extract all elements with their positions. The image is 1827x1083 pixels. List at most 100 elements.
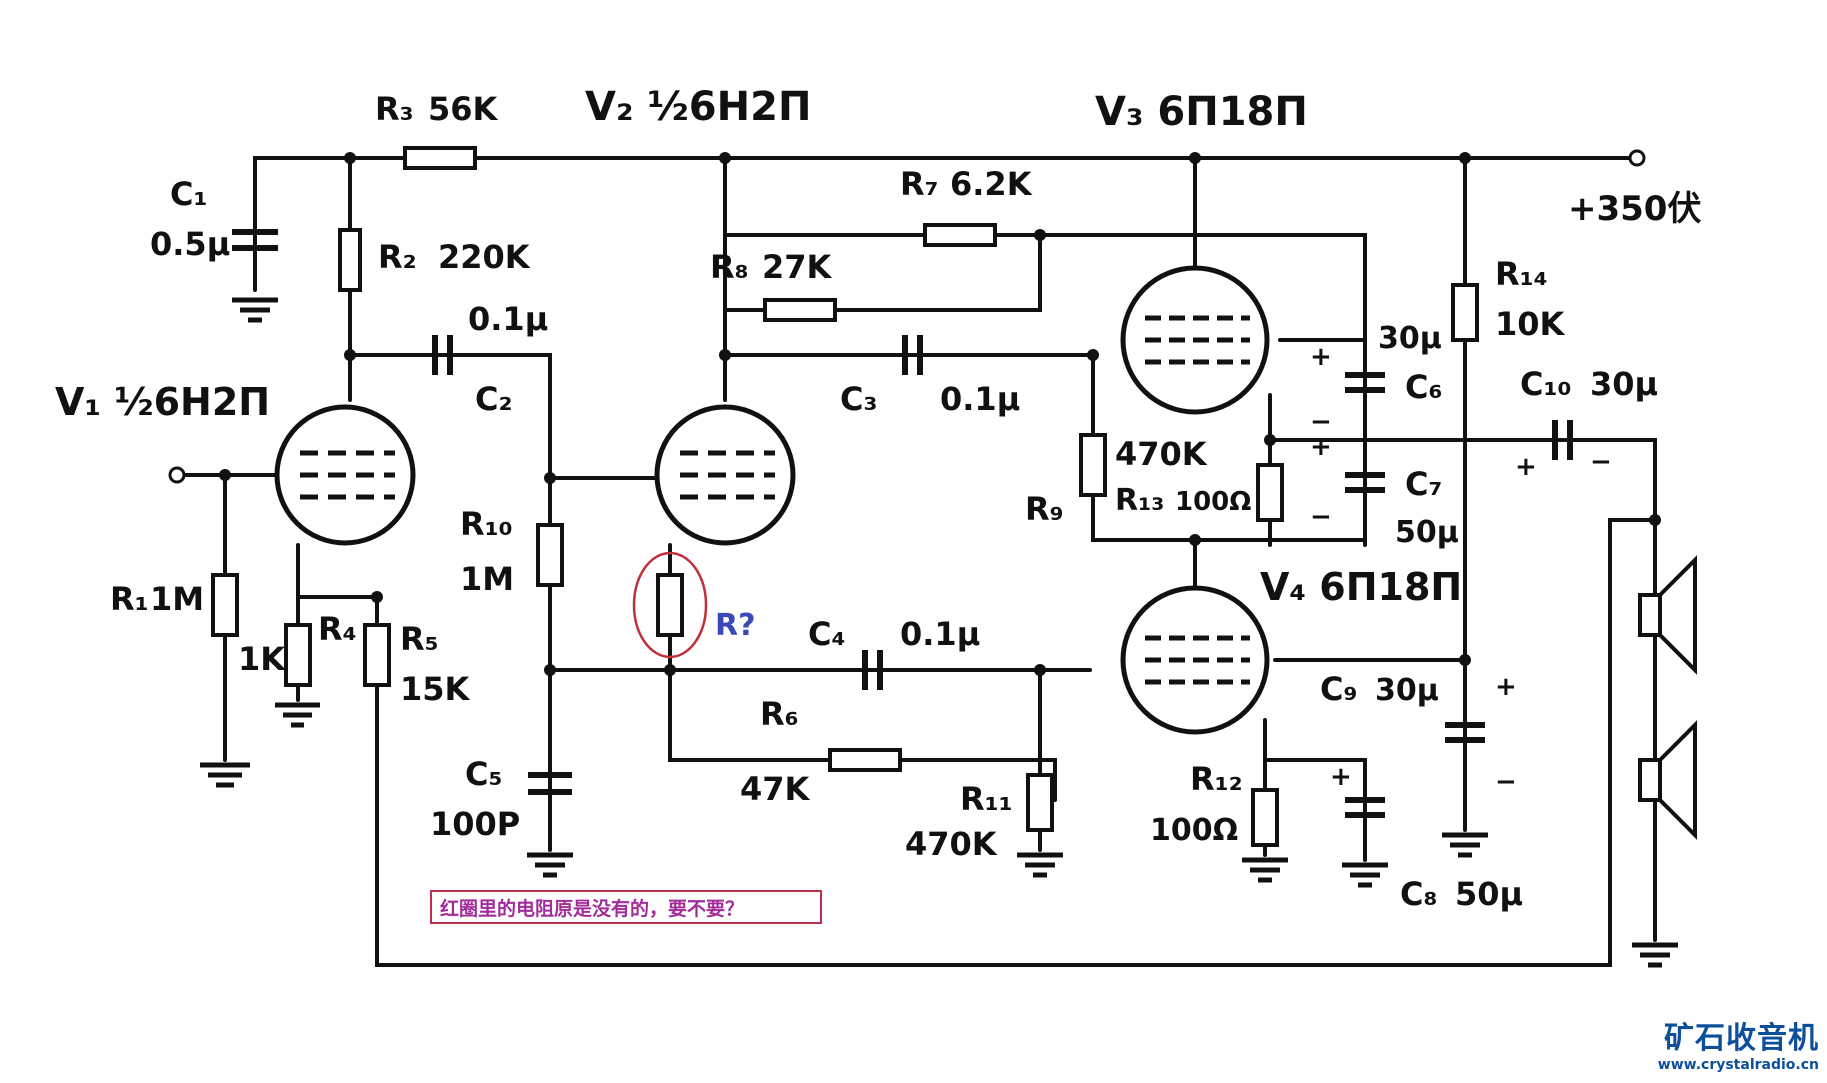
junction bbox=[1189, 152, 1201, 164]
junction bbox=[344, 152, 356, 164]
speaker-lower bbox=[1638, 720, 1697, 840]
resistor-r2 bbox=[338, 228, 362, 292]
capacitor-c1 bbox=[232, 229, 278, 251]
resistor-r5 bbox=[363, 623, 391, 687]
tube-v1 bbox=[274, 404, 416, 546]
capacitor-c10 bbox=[1552, 420, 1573, 460]
junction bbox=[544, 472, 556, 484]
label-c4-ref: C₄ bbox=[808, 615, 846, 653]
junction bbox=[719, 152, 731, 164]
label-r11-value: 470K bbox=[905, 825, 998, 863]
label-c10-ref: C₁₀ bbox=[1520, 365, 1572, 403]
label-r9-value: 470K bbox=[1115, 435, 1208, 473]
label-c6-ref: C₆ bbox=[1405, 368, 1443, 406]
label-r8-value: 27K bbox=[762, 248, 833, 286]
label-r11-ref: R₁₁ bbox=[960, 780, 1013, 818]
label-r4-value: 1K bbox=[238, 640, 286, 678]
label-c3-ref: C₃ bbox=[840, 380, 878, 418]
polarity-minus: − bbox=[1495, 767, 1517, 797]
label-r8-ref: R₈ bbox=[710, 248, 749, 286]
label-r6-value: 47K bbox=[740, 770, 811, 808]
label-c1-value: 0.5μ bbox=[150, 225, 230, 263]
label-r5-ref: R₅ bbox=[400, 620, 439, 658]
junction bbox=[1459, 152, 1471, 164]
polarity-plus: + bbox=[1495, 672, 1517, 702]
capacitor-c7 bbox=[1345, 472, 1385, 493]
resistor-bodies bbox=[211, 146, 1479, 847]
label-c9-value: 30μ bbox=[1375, 673, 1439, 708]
resistor-r3 bbox=[403, 146, 477, 170]
resistor-r9 bbox=[1079, 433, 1107, 497]
label-r2-value: 220K bbox=[438, 238, 531, 276]
supply-terminal bbox=[1628, 149, 1646, 167]
site-watermark: 矿石收音机 www.crystalradio.cn bbox=[1658, 1013, 1819, 1073]
label-c7-ref: C₇ bbox=[1405, 465, 1443, 503]
watermark-logo-text: 矿石收音机 bbox=[1664, 1021, 1819, 1056]
junction bbox=[1034, 664, 1046, 676]
speaker-upper bbox=[1638, 555, 1697, 675]
capacitor-c4 bbox=[862, 650, 883, 690]
label-r14-ref: R₁₄ bbox=[1495, 255, 1548, 293]
junctions bbox=[219, 152, 1661, 676]
junction bbox=[1264, 434, 1276, 446]
label-r14-value: 10K bbox=[1495, 305, 1566, 343]
junction bbox=[1189, 534, 1201, 546]
wire-v4-cathode bbox=[1263, 718, 1367, 862]
junction bbox=[1459, 654, 1471, 666]
ground-symbol bbox=[200, 762, 250, 788]
tube-label-v2: V₂ ½6H2Π bbox=[585, 84, 811, 130]
label-c3-value: 0.1μ bbox=[940, 380, 1020, 418]
ground-symbol bbox=[1442, 832, 1488, 858]
tube-grid bbox=[680, 450, 775, 500]
resistor-r8 bbox=[763, 298, 837, 322]
polarity-minus: − bbox=[1590, 447, 1612, 477]
input-terminal bbox=[168, 466, 186, 484]
ground-symbol bbox=[527, 852, 573, 878]
label-r1-value: 1M bbox=[150, 580, 204, 618]
label-r7-value: 6.2K bbox=[950, 165, 1033, 203]
label-c2-ref: C₂ bbox=[475, 380, 513, 418]
tube-grids bbox=[1145, 635, 1250, 685]
label-r9-ref: R₉ bbox=[1025, 490, 1064, 528]
resistor-r4 bbox=[284, 623, 312, 687]
capacitor-c6 bbox=[1345, 372, 1385, 393]
junction bbox=[664, 664, 676, 676]
label-r4-ref: R₄ bbox=[318, 610, 357, 648]
label-rq-ref: R? bbox=[715, 608, 756, 643]
wire-v1-plate-c2 bbox=[348, 353, 552, 482]
label-r1-ref: R₁ bbox=[110, 580, 149, 618]
capacitor-c2 bbox=[432, 335, 453, 375]
highlight-circle bbox=[632, 551, 708, 659]
tube-label-v1: V₁ ½6H2Π bbox=[55, 380, 270, 424]
polarity-plus: + bbox=[1515, 452, 1537, 482]
ground-symbol bbox=[1632, 942, 1678, 968]
label-c1-ref: C₁ bbox=[170, 175, 208, 213]
resistor-r6 bbox=[828, 748, 902, 772]
polarity-minus: − bbox=[1310, 407, 1332, 437]
resistor-r12 bbox=[1251, 788, 1279, 847]
capacitor-c3 bbox=[902, 335, 923, 375]
polarity-plus: + bbox=[1310, 342, 1332, 372]
tube-label-v3: V₃ 6Π18Π bbox=[1095, 89, 1308, 135]
wire-v1-cathode bbox=[296, 543, 379, 599]
label-r7-ref: R₇ bbox=[900, 165, 939, 203]
polarity-plus: + bbox=[1330, 762, 1352, 792]
junction bbox=[719, 349, 731, 361]
ground-symbol bbox=[1242, 857, 1288, 883]
ground-symbol bbox=[1342, 862, 1388, 888]
label-r5-value: 15K bbox=[400, 670, 471, 708]
ground-symbol bbox=[1017, 852, 1063, 878]
ground-symbol bbox=[275, 702, 320, 728]
label-r2-ref: R₂ bbox=[378, 238, 417, 276]
resistor-r7 bbox=[923, 223, 997, 247]
speaker-magnet bbox=[1638, 593, 1662, 637]
label-r12-value: 100Ω bbox=[1150, 813, 1238, 848]
label-c5-ref: C₅ bbox=[465, 755, 503, 793]
label-c2-value: 0.1μ bbox=[468, 300, 548, 338]
junction bbox=[371, 591, 383, 603]
capacitor-plates bbox=[232, 229, 1573, 818]
label-r10-value: 1M bbox=[460, 560, 514, 598]
tube-grid bbox=[300, 450, 395, 500]
capacitor-c8 bbox=[1345, 797, 1385, 818]
junction bbox=[344, 349, 356, 361]
